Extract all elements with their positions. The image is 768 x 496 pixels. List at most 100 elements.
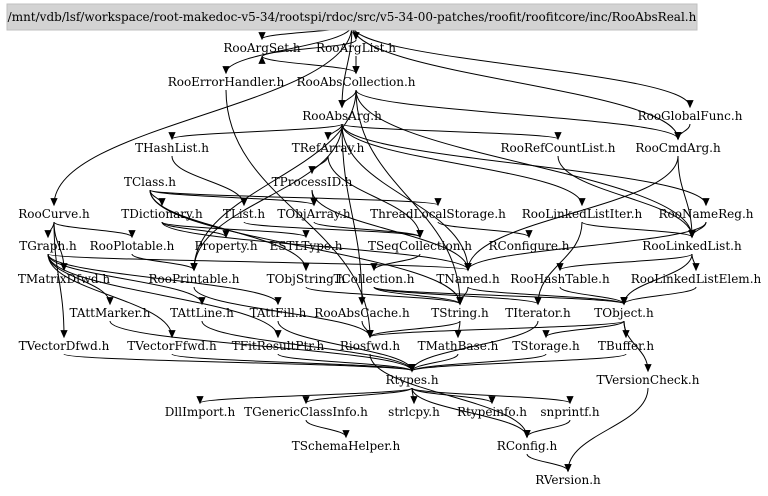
edge-titerator-to-rtypes: [411, 320, 539, 372]
arrowhead-tdictionary-to-property: [222, 230, 230, 239]
edge-rooabsarg-to-thashlist: [171, 123, 343, 140]
arrowhead-rooabsarg-to-thashlist: [168, 132, 176, 141]
node-tobject: TObject.h: [594, 306, 654, 320]
arrowhead-roocurve-to-tvectordfwd: [60, 330, 68, 339]
node-rooabscollection: RooAbsCollection.h: [296, 75, 415, 89]
arrowhead-root-to-rooargset: [258, 32, 266, 41]
arrowhead-rooplotable-to-rooprintable: [190, 263, 198, 272]
node-roorefcountlist: RooRefCountList.h: [500, 141, 615, 155]
node-dllimport: DllImport.h: [165, 405, 236, 419]
edge-tseqcollection-to-tcollection: [373, 253, 421, 271]
edge-tversioncheck-to-rversion: [567, 387, 649, 472]
node-roocmdarg: RooCmdArg.h: [635, 141, 721, 155]
edge-rooabsarg-to-roonamereg: [341, 123, 707, 206]
node-rooabscache: RooAbsCache.h: [314, 306, 410, 320]
node-estltype: ESTLType.h: [269, 239, 342, 253]
edge-rtypes-to-rtypeinfo: [411, 387, 493, 404]
edge-snprintf-to-rconfig: [526, 419, 571, 438]
arrowhead-rconfig-to-rversion: [564, 464, 572, 473]
arrowhead-root-to-rooglobalfunc: [686, 100, 694, 109]
arrowhead-rtypes-to-dllimport: [196, 396, 204, 405]
edge-rtypes-to-snprintf: [411, 387, 571, 404]
edge-tgenericclassinfo-to-tschemahelper: [305, 419, 347, 438]
arrowhead-rooabsarg-to-roorefcountlist: [554, 132, 562, 141]
arrowhead-trefarray-to-tprocessid: [308, 166, 316, 175]
edge-root-to-rooerrorhandler: [225, 24, 353, 74]
node-rtypeinfo: Rtypeinfo.h: [457, 405, 527, 419]
node-tstorage: TStorage.h: [512, 339, 580, 353]
arrowhead-tobject-to-tversioncheck: [644, 364, 652, 373]
edge-rooabscollection-to-rooprintable: [193, 89, 357, 271]
node-tstring: TString.h: [431, 306, 489, 320]
node-tversioncheck: TVersionCheck.h: [597, 373, 700, 387]
node-threadlocalstorage: ThreadLocalStorage.h: [370, 207, 506, 221]
arrowhead-rtypes-to-tgenericclassinfo: [302, 396, 310, 405]
edge-tattfill-to-rtypes: [277, 320, 413, 372]
edge-root-to-roocmdarg: [351, 24, 679, 140]
node-rooarglist: RooArgList.h: [316, 41, 396, 55]
node-tbuffer: TBuffer.h: [598, 339, 654, 353]
arrowhead-roocurve-to-rooplotable: [128, 230, 136, 239]
arrowhead-tseqcollection-to-tcollection: [370, 263, 378, 272]
edge-rooabscollection-to-roolinkedlist: [355, 89, 693, 238]
node-rooerrorhandler: RooErrorHandler.h: [168, 75, 285, 89]
node-rversion: RVersion.h: [535, 473, 601, 487]
edge-tnamed-to-tobject: [467, 286, 625, 305]
arrowhead-tclass-to-tdictionary: [158, 198, 166, 207]
edge-tattline-to-rtypes: [201, 320, 413, 372]
arrowhead-tobjarray-to-tseqcollection: [416, 230, 424, 239]
node-tobjstring: TObjString.h: [267, 272, 346, 286]
arrowhead-tgraph-to-tnamed: [464, 263, 472, 272]
node-roolinkedlistelem: RooLinkedListElem.h: [631, 272, 762, 286]
edge-rooargset-to-rooabscollection: [261, 55, 357, 74]
edge-rooarglist-to-rooargset: [261, 39, 357, 58]
edge-rtypes-to-rconfig: [411, 387, 528, 438]
edge-tgraph-to-tattline: [47, 253, 203, 305]
edge-root-to-rooglobalfunc: [351, 24, 691, 108]
arrowhead-rooarglist-to-rooabscollection: [352, 66, 360, 75]
arrowhead-rooarglist-to-rooargset: [258, 55, 266, 64]
edge-rooabsarg-to-roorefcountlist: [341, 123, 559, 140]
arrowhead-tgraph-to-tvectorffwd: [168, 330, 176, 339]
edge-tcollection-to-titerator: [373, 286, 539, 305]
edge-tdictionary-to-tnamed: [161, 221, 469, 271]
node-roohashtable: RooHashTable.h: [510, 272, 610, 286]
arrowhead-tprocessid-to-tobjarray: [310, 198, 318, 207]
arrowhead-tgenericclassinfo-to-tschemahelper: [342, 430, 350, 439]
arrowhead-roolinkedlist-to-roohashtable: [556, 263, 564, 272]
node-rtypes: Rtypes.h: [385, 373, 438, 387]
edge-rtypes-to-tgenericclassinfo: [305, 387, 413, 404]
arrowhead-tcollection-to-titerator: [534, 297, 542, 306]
node-tvectordfwd: TVectorDfwd.h: [19, 339, 110, 353]
node-thashlist: THashList.h: [135, 141, 209, 155]
edge-trefarray-to-tseqcollection: [327, 155, 421, 238]
node-riosfwd: Riosfwd.h: [340, 339, 400, 353]
node-tfitresultptr: TFitResultPtr.h: [232, 339, 325, 353]
arrowhead-tgraph-to-tattline: [198, 297, 206, 306]
edge-tgraph-to-tnamed: [47, 253, 469, 271]
edge-rooplotable-to-rooprintable: [131, 253, 195, 271]
edge-threadlocalstorage-to-rconfigure: [437, 221, 530, 238]
edge-rooprintable-to-riosfwd: [193, 286, 371, 338]
node-roolinkedlistiter: RooLinkedListIter.h: [522, 207, 643, 221]
arrowhead-root-to-roocurve: [50, 198, 58, 207]
edge-tobjstring-to-tstring: [305, 286, 461, 305]
edge-tdictionary-to-property: [161, 221, 227, 238]
arrowhead-rooabscollection-to-rooabsarg: [338, 100, 346, 109]
edge-roocurve-to-tvectordfwd: [53, 221, 65, 338]
node-rconfigure: RConfigure.h: [489, 239, 570, 253]
node-tdictionary: TDictionary.h: [121, 207, 203, 221]
arrowhead-tclass-to-tobjstring: [302, 263, 310, 272]
edge-root-to-roocurve: [53, 24, 353, 206]
edge-tstring-to-riosfwd: [369, 320, 461, 338]
node-tgraph: TGraph.h: [19, 239, 77, 253]
arrowhead-rooabsarg-to-rooabscache: [358, 297, 366, 306]
arrowhead-rooabsarg-to-trefarray: [324, 132, 332, 141]
node-rconfig: RConfig.h: [497, 439, 558, 453]
edge-roohashtable-to-tobject: [559, 286, 625, 305]
node-tprocessid: TProcessID.h: [272, 175, 353, 189]
node-tvectorffwd: TVectorFfwd.h: [127, 339, 217, 353]
edge-tobject-to-riosfwd: [369, 320, 625, 338]
edge-rooerrorhandler-to-riosfwd: [225, 89, 371, 338]
edge-tfitresultptr-to-rtypes: [277, 353, 413, 372]
